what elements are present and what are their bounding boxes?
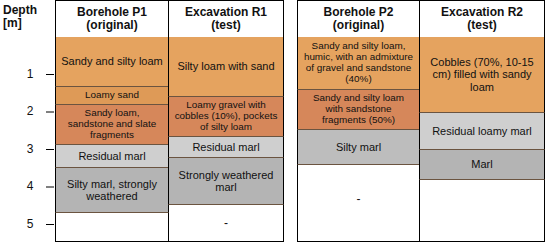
- column-header: Borehole P2 (original): [297, 0, 420, 38]
- axis-title: Depth [m]: [3, 4, 51, 30]
- marl-layer: Residual marl: [55, 145, 169, 168]
- marl-layer: Marl: [419, 150, 545, 180]
- soil-layer: Sandy and silty loam: [55, 37, 169, 87]
- marl-layer: Residual loamy marl: [419, 113, 545, 150]
- layer-text: Loamy sand: [85, 90, 139, 101]
- soil-layer: Cobbles (70%, 10-15 cm) filled with sand…: [419, 37, 545, 113]
- soil-layer: Sandy loam, sandstone and slate fragment…: [55, 105, 169, 145]
- soil-layer: Sandy and silty loam with sandstone frag…: [297, 90, 420, 130]
- depth-number: 3: [20, 143, 40, 156]
- table-outline: [56, 1, 284, 242]
- marl-layer: Silty marl: [297, 130, 420, 165]
- column-header: Excavation R2 (test): [419, 0, 545, 38]
- header-text: Borehole P1 (original): [61, 6, 163, 32]
- layer-text: Loamy gravel with cobbles (10%), pockets…: [174, 100, 278, 133]
- marl-layer: Strongly weathered marl: [168, 158, 284, 205]
- table-outline: [298, 1, 545, 242]
- soil-layer: Loamy gravel with cobbles (10%), pockets…: [168, 97, 284, 137]
- layer-text: Sandy and silty loam: [61, 55, 163, 67]
- layer-text: Cobbles (70%, 10-15 cm) filled with sand…: [425, 56, 539, 92]
- header-text: Excavation R2 (test): [425, 6, 539, 32]
- layer-text: Residual marl: [192, 141, 259, 153]
- marl-layer: Silty marl, strongly weathered: [55, 168, 169, 213]
- column-header: Excavation R1 (test): [168, 0, 284, 38]
- layer-text: Sandy and silty loam with sandstone frag…: [303, 93, 414, 126]
- layer-text: Silty marl, strongly weathered: [61, 178, 163, 202]
- depth-number: 2: [20, 105, 40, 118]
- soil-layer: Sandy and silty loam, humic, with an adm…: [297, 37, 420, 90]
- marl-layer: Residual marl: [168, 137, 284, 158]
- layer-text: Silty marl: [336, 141, 381, 153]
- depth-number: 5: [20, 218, 40, 231]
- layer-text: Strongly weathered marl: [174, 169, 278, 193]
- depth-number: 4: [20, 180, 40, 193]
- header-text: Borehole P2 (original): [303, 6, 414, 32]
- layer-text: Marl: [471, 158, 492, 170]
- layer-text: Sandy loam, sandstone and slate fragment…: [61, 108, 163, 141]
- layer-text: Residual marl: [78, 150, 145, 162]
- layer-text: Residual loamy marl: [432, 125, 532, 137]
- layer-text: Sandy and silty loam, humic, with an adm…: [303, 41, 414, 85]
- column-header: Borehole P1 (original): [55, 0, 169, 38]
- soil-layer: Loamy sand: [55, 87, 169, 105]
- no-data-mark: -: [168, 217, 284, 230]
- depth-ticks: [46, 75, 54, 225]
- soil-layer: Silty loam with sand: [168, 37, 284, 97]
- depth-number: 1: [20, 68, 40, 81]
- layer-text: Silty loam with sand: [177, 60, 274, 72]
- no-data-mark: -: [297, 193, 420, 206]
- header-text: Excavation R1 (test): [174, 6, 278, 32]
